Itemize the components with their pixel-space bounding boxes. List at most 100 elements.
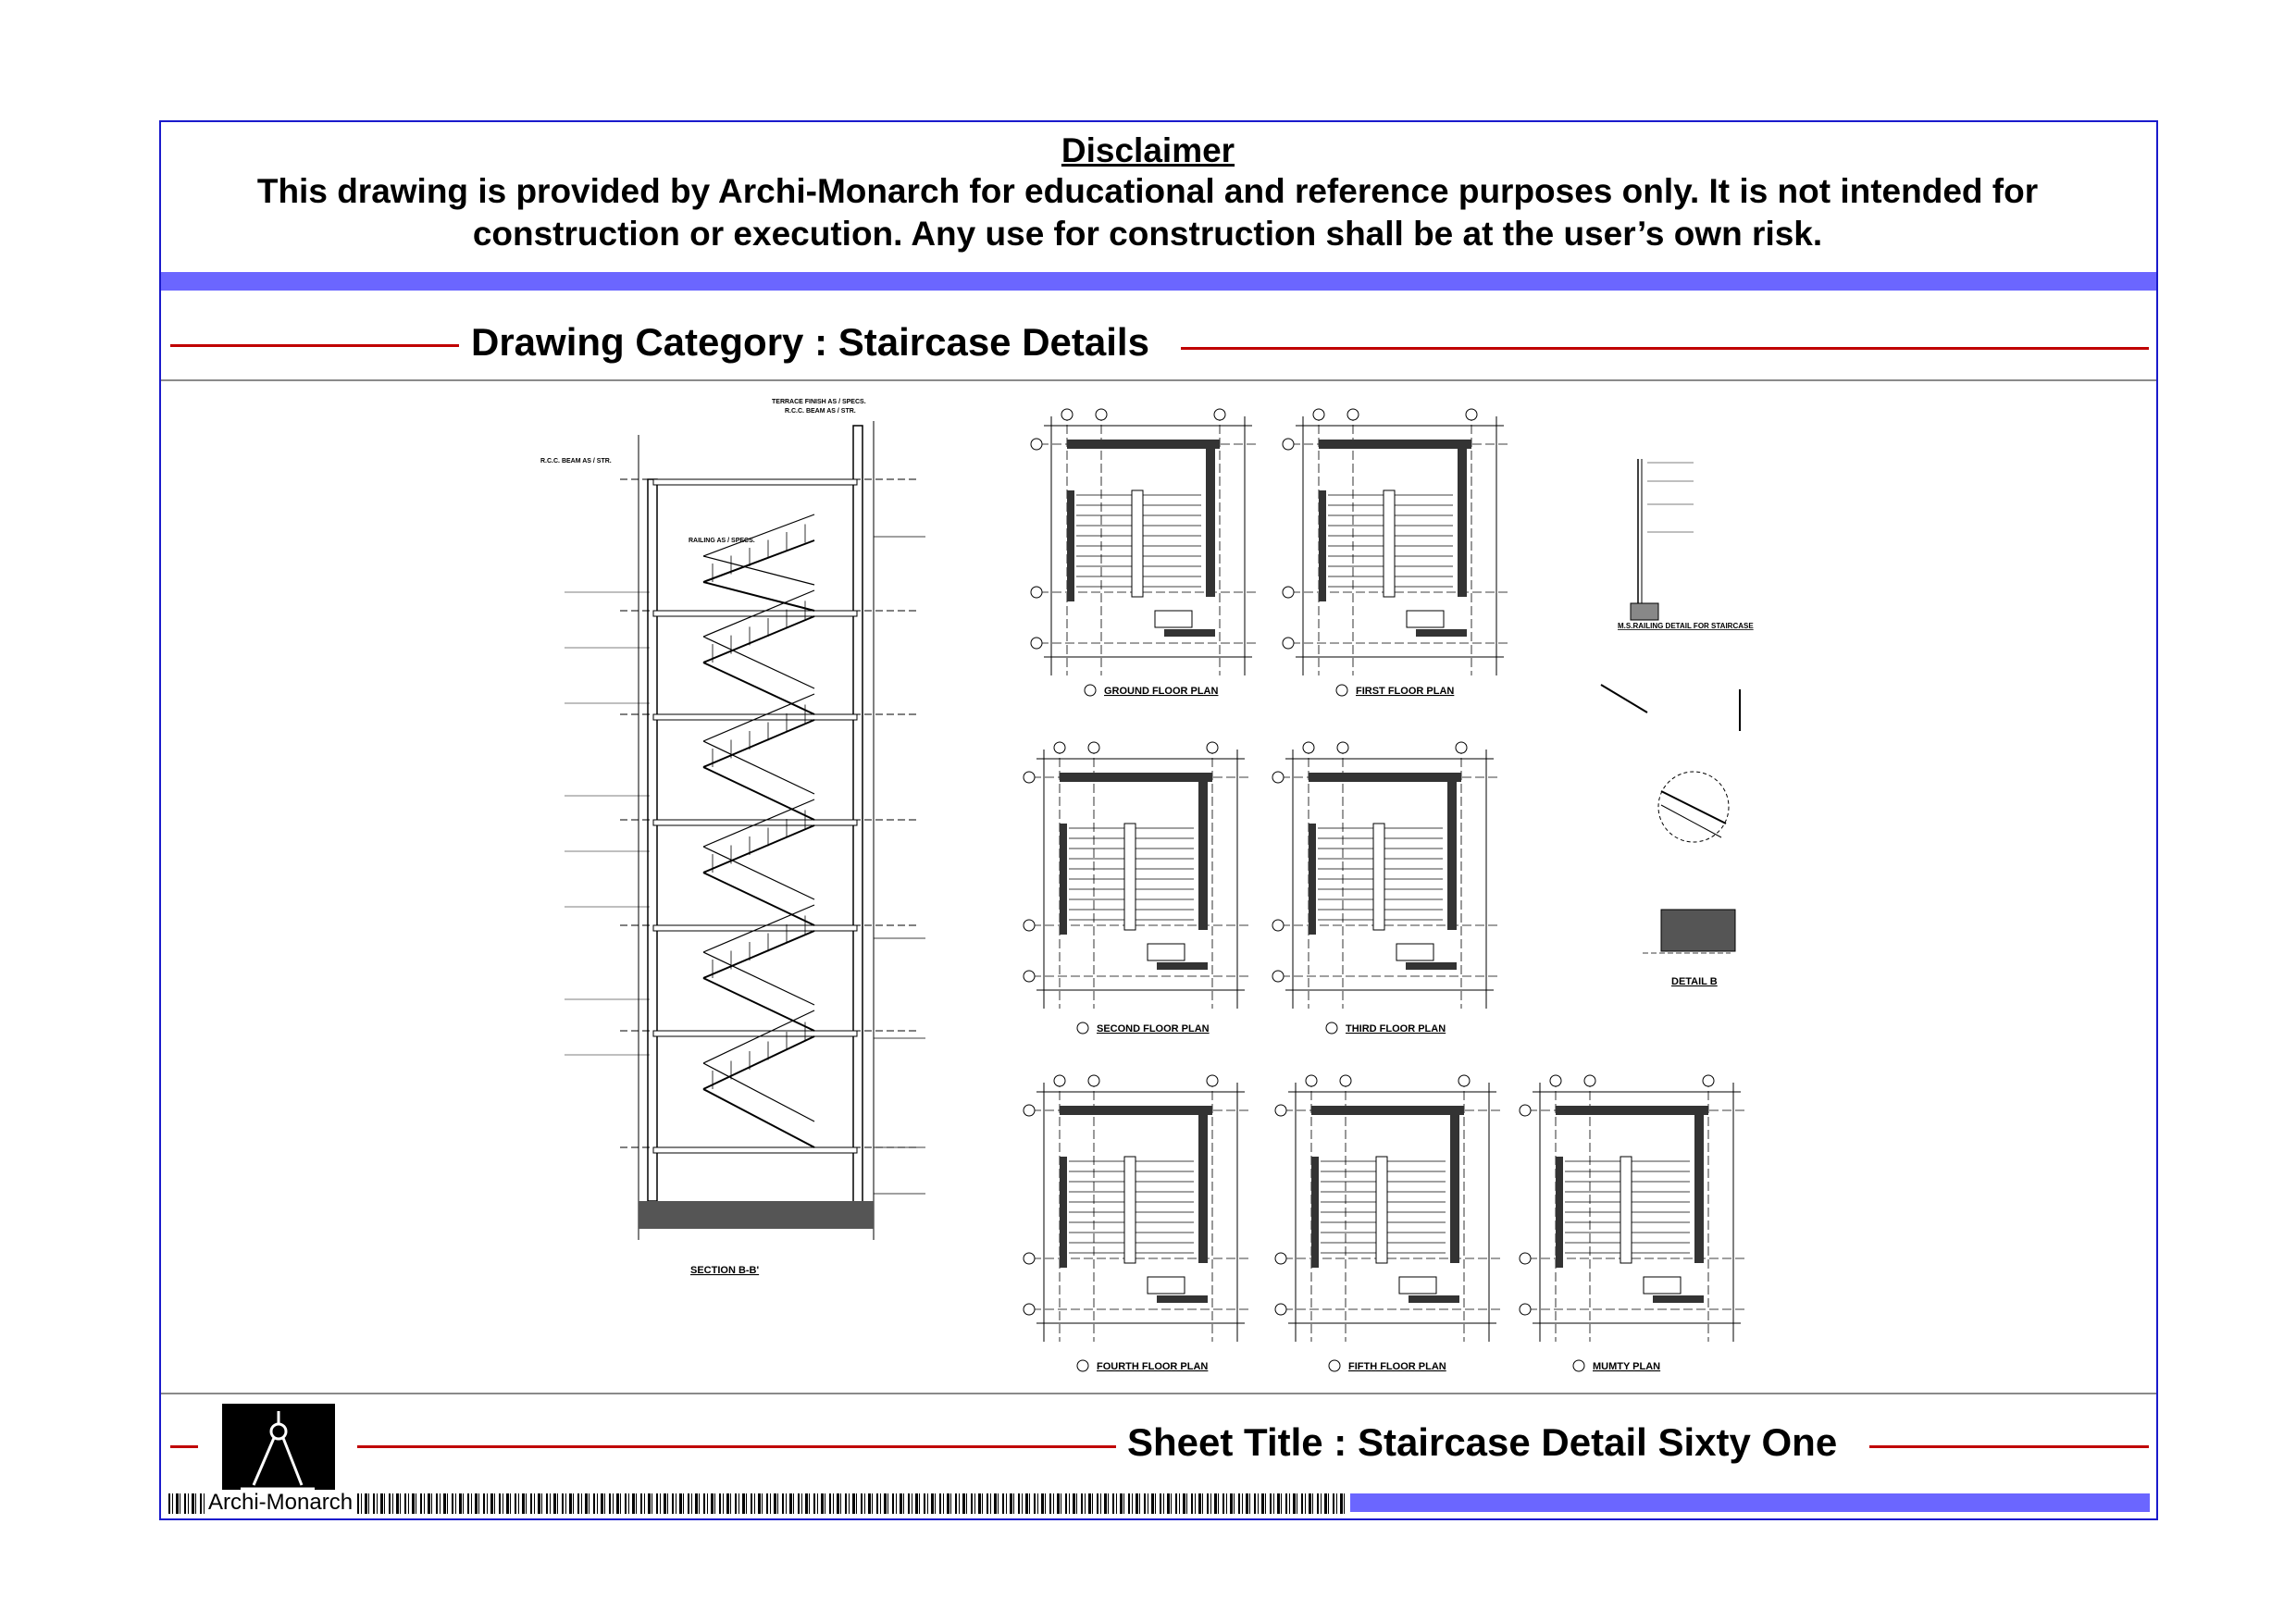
floor-plan: THIRD FLOOR PLAN bbox=[1272, 741, 1498, 1035]
wall-hatch bbox=[1067, 490, 1074, 601]
railing bbox=[702, 636, 815, 689]
grid-bubble bbox=[1465, 408, 1478, 421]
stair-well bbox=[1620, 1156, 1632, 1264]
disclaimer-text: This drawing is provided by Archi-Monarc… bbox=[256, 172, 2039, 253]
stair-well bbox=[1375, 1156, 1388, 1264]
detail-b-title: DETAIL B bbox=[1671, 976, 1718, 987]
railing-detail-title: M.S.RAILING DETAIL FOR STAIRCASE bbox=[1618, 622, 1754, 630]
stair-flight bbox=[702, 615, 815, 663]
section-label: TERRACE FINISH AS / SPECS. bbox=[772, 399, 866, 405]
grid-bubble bbox=[1087, 741, 1100, 754]
sheet-rule-right bbox=[1869, 1445, 2149, 1448]
grid-bubble bbox=[1519, 1252, 1532, 1265]
wall-hatch bbox=[1653, 1295, 1704, 1303]
grid-bubble bbox=[1274, 1252, 1287, 1265]
railing bbox=[702, 951, 815, 1006]
sheet-frame bbox=[159, 120, 2158, 1520]
stair-flight bbox=[702, 662, 815, 715]
wall-hatch bbox=[1556, 1106, 1708, 1115]
wall-hatch bbox=[1447, 782, 1457, 930]
grid-bubble bbox=[1061, 408, 1074, 421]
grid-bubble bbox=[1023, 919, 1036, 932]
grid-bubble bbox=[1455, 741, 1468, 754]
plan-title: THIRD FLOOR PLAN bbox=[1346, 1023, 1446, 1035]
plan-title: MUMTY PLAN bbox=[1593, 1361, 1660, 1372]
railing bbox=[702, 799, 815, 848]
note-box bbox=[1396, 943, 1434, 961]
section-label: RAILING AS / SPECS. bbox=[689, 538, 755, 544]
railing bbox=[702, 589, 815, 638]
grid-bubble bbox=[1076, 1022, 1089, 1035]
grid-bubble bbox=[1519, 1303, 1532, 1316]
railing bbox=[702, 514, 815, 557]
sheet-title: Sheet Title : Staircase Detail Sixty One bbox=[1127, 1420, 1838, 1464]
railing bbox=[702, 904, 815, 953]
drawing-category: Drawing Category : Staircase Details bbox=[471, 320, 1149, 364]
grid-bubble bbox=[1023, 771, 1036, 784]
railing bbox=[702, 1062, 815, 1122]
foundation bbox=[639, 1201, 874, 1229]
grid-bubble bbox=[1213, 408, 1226, 421]
grid-bubble bbox=[1335, 684, 1348, 697]
detail-stair bbox=[1660, 804, 1722, 838]
floor-slab bbox=[652, 1146, 858, 1154]
grid-bubble bbox=[1076, 1359, 1089, 1372]
section-title: SECTION B-B' bbox=[690, 1265, 760, 1276]
grid-bubble bbox=[1347, 408, 1359, 421]
detail-b-section bbox=[1660, 909, 1736, 952]
stair-flight bbox=[702, 539, 815, 583]
floor-slab bbox=[652, 713, 858, 721]
grid-bubble bbox=[1053, 1074, 1066, 1087]
railing bbox=[702, 555, 815, 586]
floor-plan: FIFTH FLOOR PLAN bbox=[1274, 1074, 1501, 1372]
wall-hatch bbox=[1319, 490, 1326, 601]
wall-hatch bbox=[1198, 782, 1208, 930]
grid-bubble bbox=[1336, 741, 1349, 754]
grid-bubble bbox=[1302, 741, 1315, 754]
brand-name: Archi-Monarch bbox=[205, 1490, 356, 1516]
compass-icon bbox=[222, 1404, 335, 1493]
grid-bubble bbox=[1030, 586, 1043, 599]
wall-hatch bbox=[1164, 629, 1215, 637]
grid-bubble bbox=[1702, 1074, 1715, 1087]
grid-bubble bbox=[1328, 1359, 1341, 1372]
header-band bbox=[161, 272, 2156, 291]
floor-slab bbox=[652, 1030, 858, 1037]
stair-well bbox=[1372, 823, 1385, 931]
wall-hatch bbox=[1311, 1157, 1319, 1268]
wall-hatch bbox=[1406, 962, 1457, 970]
wall-hatch bbox=[1694, 1115, 1704, 1263]
grid-bubble bbox=[1023, 1104, 1036, 1117]
railing bbox=[702, 693, 815, 742]
stair-flight bbox=[702, 766, 815, 821]
floor-plan: FOURTH FLOOR PLAN bbox=[1023, 1074, 1249, 1372]
grid-bubble bbox=[1312, 408, 1325, 421]
detail-callout bbox=[1657, 771, 1730, 843]
wall-hatch bbox=[1409, 1295, 1459, 1303]
wall-hatch bbox=[1157, 962, 1208, 970]
stair-well bbox=[1123, 823, 1136, 931]
wall-hatch bbox=[1309, 773, 1461, 782]
railing bbox=[702, 740, 815, 795]
floor-plan: FIRST FLOOR PLAN bbox=[1282, 408, 1508, 697]
grid-bubble bbox=[1272, 771, 1285, 784]
grid-bubble bbox=[1458, 1074, 1471, 1087]
stair-well bbox=[1123, 1156, 1136, 1264]
wall-hatch bbox=[1060, 824, 1067, 935]
grid-bubble bbox=[1339, 1074, 1352, 1087]
note-box bbox=[1154, 610, 1193, 628]
plan-title: GROUND FLOOR PLAN bbox=[1104, 686, 1218, 697]
wall-hatch bbox=[1067, 440, 1220, 449]
section-label: R.C.C. BEAM AS / STR. bbox=[540, 458, 612, 465]
wall-hatch bbox=[1458, 449, 1467, 597]
sheet-rule-mid bbox=[357, 1445, 1116, 1448]
note-box bbox=[1643, 1276, 1682, 1295]
floor-slab bbox=[652, 478, 858, 486]
category-rule-left bbox=[170, 344, 459, 347]
grid-bubble bbox=[1030, 637, 1043, 650]
detail-stair bbox=[1660, 790, 1727, 824]
grid-bubble bbox=[1274, 1104, 1287, 1117]
wall-hatch bbox=[1319, 440, 1471, 449]
floor-plan: SECOND FLOOR PLAN bbox=[1023, 741, 1249, 1035]
divider-top bbox=[161, 379, 2156, 381]
